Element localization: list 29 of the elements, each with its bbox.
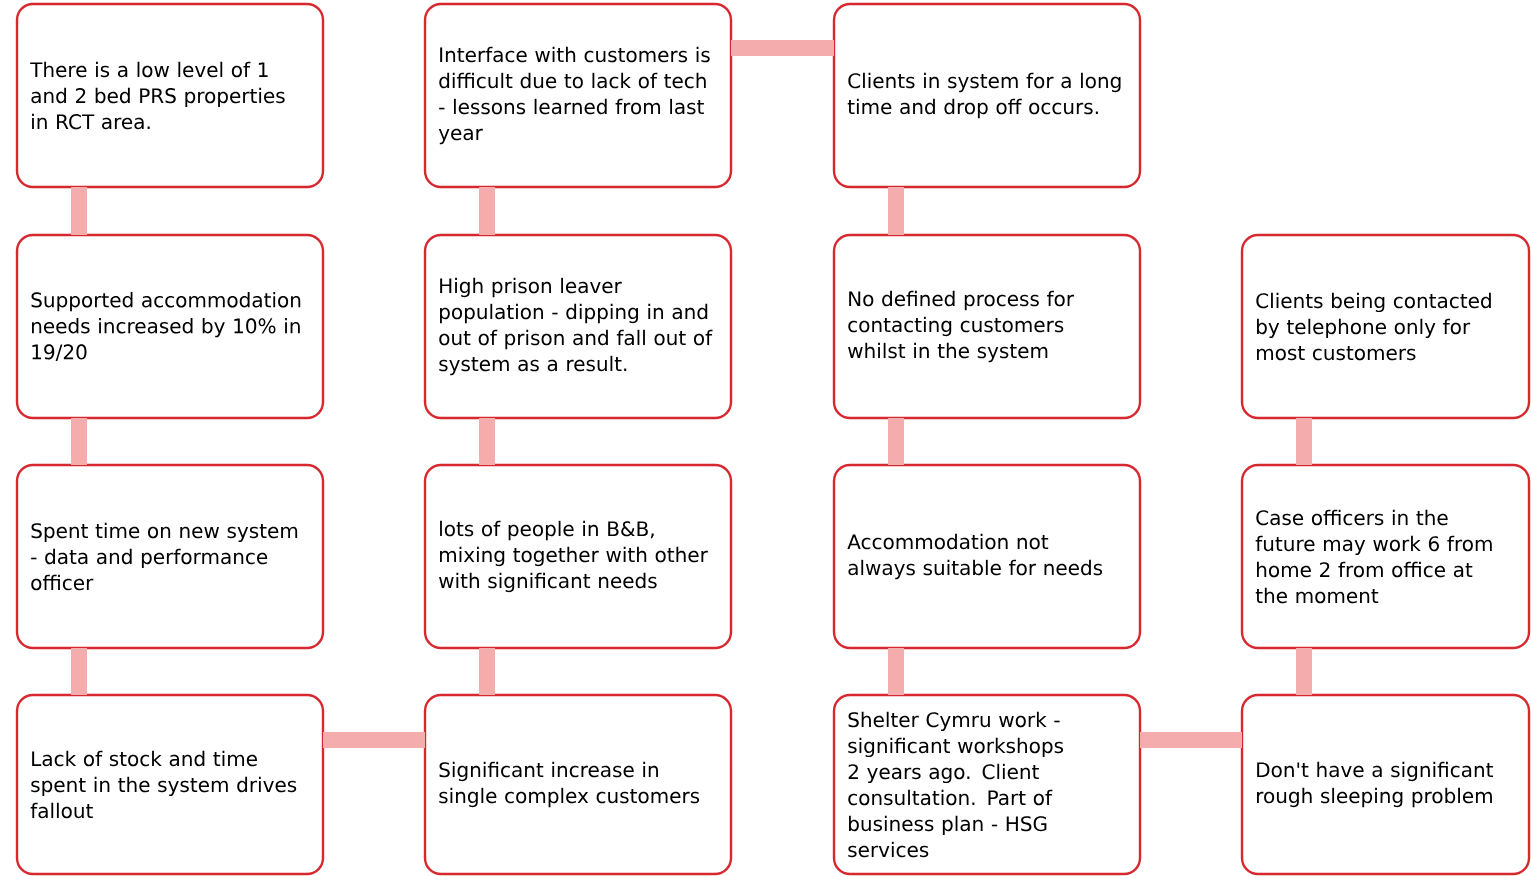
text-box: Clients being contacted by telephone only for most customers [1240,233,1531,420]
connector [479,187,495,235]
connector [479,418,495,465]
text-box: Interface with customers is difficult due to lack of tech - lessons learned from last year [423,2,733,189]
text-box: Don't have a significant rough sleeping problem [1240,693,1531,876]
connector [71,648,87,695]
text-box: High prison leaver population - dipping in and out of prison and fall out of system as a result. [423,233,733,420]
connector [888,418,904,465]
text-box: lots of people in B&B, mixing together with other with significant needs [423,463,733,650]
text-box: Significant increase in single complex customers [423,693,733,876]
connector [731,40,834,56]
text-box: Spent time on new system - data and performance officer [15,463,325,650]
connector [888,648,904,695]
connector [71,418,87,465]
text-box: Supported accommodation needs increased by 10% in 19/20 [15,233,325,420]
connector [1140,732,1242,748]
connector [1296,648,1312,695]
text-box: Lack of stock and time spent in the system drives fallout [15,693,325,876]
text-box: Case officers in the future may work 6 from home 2 from office at the moment [1240,463,1531,650]
text-box: No defined process for contacting customers whilst in the system [832,233,1142,420]
connector [888,187,904,235]
text-box: There is a low level of 1 and 2 bed PRS properties in RCT area. [15,2,325,189]
connector [323,732,425,748]
connector [1296,418,1312,465]
text-box: Accommodation not always suitable for needs [832,463,1142,650]
connector [71,187,87,235]
text-box: Clients in system for a long time and drop off occurs. [832,2,1142,189]
connector [479,648,495,695]
text-box: Shelter Cymru work - significant workshops 2 years ago. Client consultation. Part of business plan - HSG services [832,693,1142,876]
